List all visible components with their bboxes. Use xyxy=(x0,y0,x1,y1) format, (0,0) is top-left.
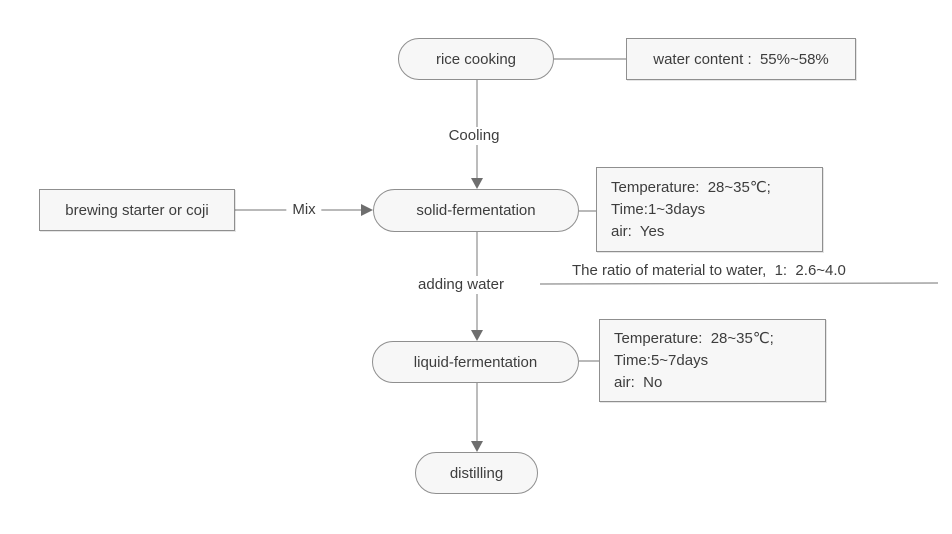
arrow-down-icon xyxy=(471,441,483,452)
node-rice-cooking-label: rice cooking xyxy=(435,50,517,68)
liquid-conditions-temperature: Temperature: 28~35℃; xyxy=(614,329,774,347)
node-brewing-starter-label: brewing starter or coji xyxy=(65,201,209,219)
edge-label-cooling: Cooling xyxy=(442,127,506,145)
annotation-water-content-label: water content : 55%~58% xyxy=(653,50,829,68)
annotation-liquid-conditions: Temperature: 28~35℃; Time:5~7days air: N… xyxy=(599,319,826,402)
node-rice-cooking: rice cooking xyxy=(398,38,554,80)
node-solid-fermentation-label: solid-fermentation xyxy=(416,202,536,219)
node-liquid-fermentation: liquid-fermentation xyxy=(372,341,579,383)
ratio-note-text: The ratio of material to water, 1: 2.6~4… xyxy=(572,262,846,279)
node-distilling: distilling xyxy=(415,452,538,494)
liquid-conditions-time: Time:5~7days xyxy=(614,351,709,369)
solid-conditions-air: air: Yes xyxy=(611,222,665,240)
edge-label-mix: Mix xyxy=(286,201,322,219)
edge-label-adding-water: adding water xyxy=(412,276,510,294)
ratio-note-underline xyxy=(539,282,939,285)
annotation-water-content: water content : 55%~58% xyxy=(626,38,856,80)
arrow-down-icon xyxy=(471,330,483,341)
annotation-solid-conditions: Temperature: 28~35℃; Time:1~3days air: Y… xyxy=(596,167,823,252)
node-liquid-fermentation-label: liquid-fermentation xyxy=(413,353,538,371)
node-brewing-starter: brewing starter or coji xyxy=(39,189,235,231)
node-solid-fermentation: solid-fermentation xyxy=(373,189,579,232)
node-distilling-label: distilling xyxy=(449,464,504,482)
liquid-conditions-air: air: No xyxy=(614,373,663,391)
arrow-right-icon xyxy=(361,204,373,216)
solid-conditions-temperature: Temperature: 28~35℃; xyxy=(611,178,771,196)
arrow-down-icon xyxy=(471,178,483,189)
solid-conditions-time: Time:1~3days xyxy=(611,200,706,218)
